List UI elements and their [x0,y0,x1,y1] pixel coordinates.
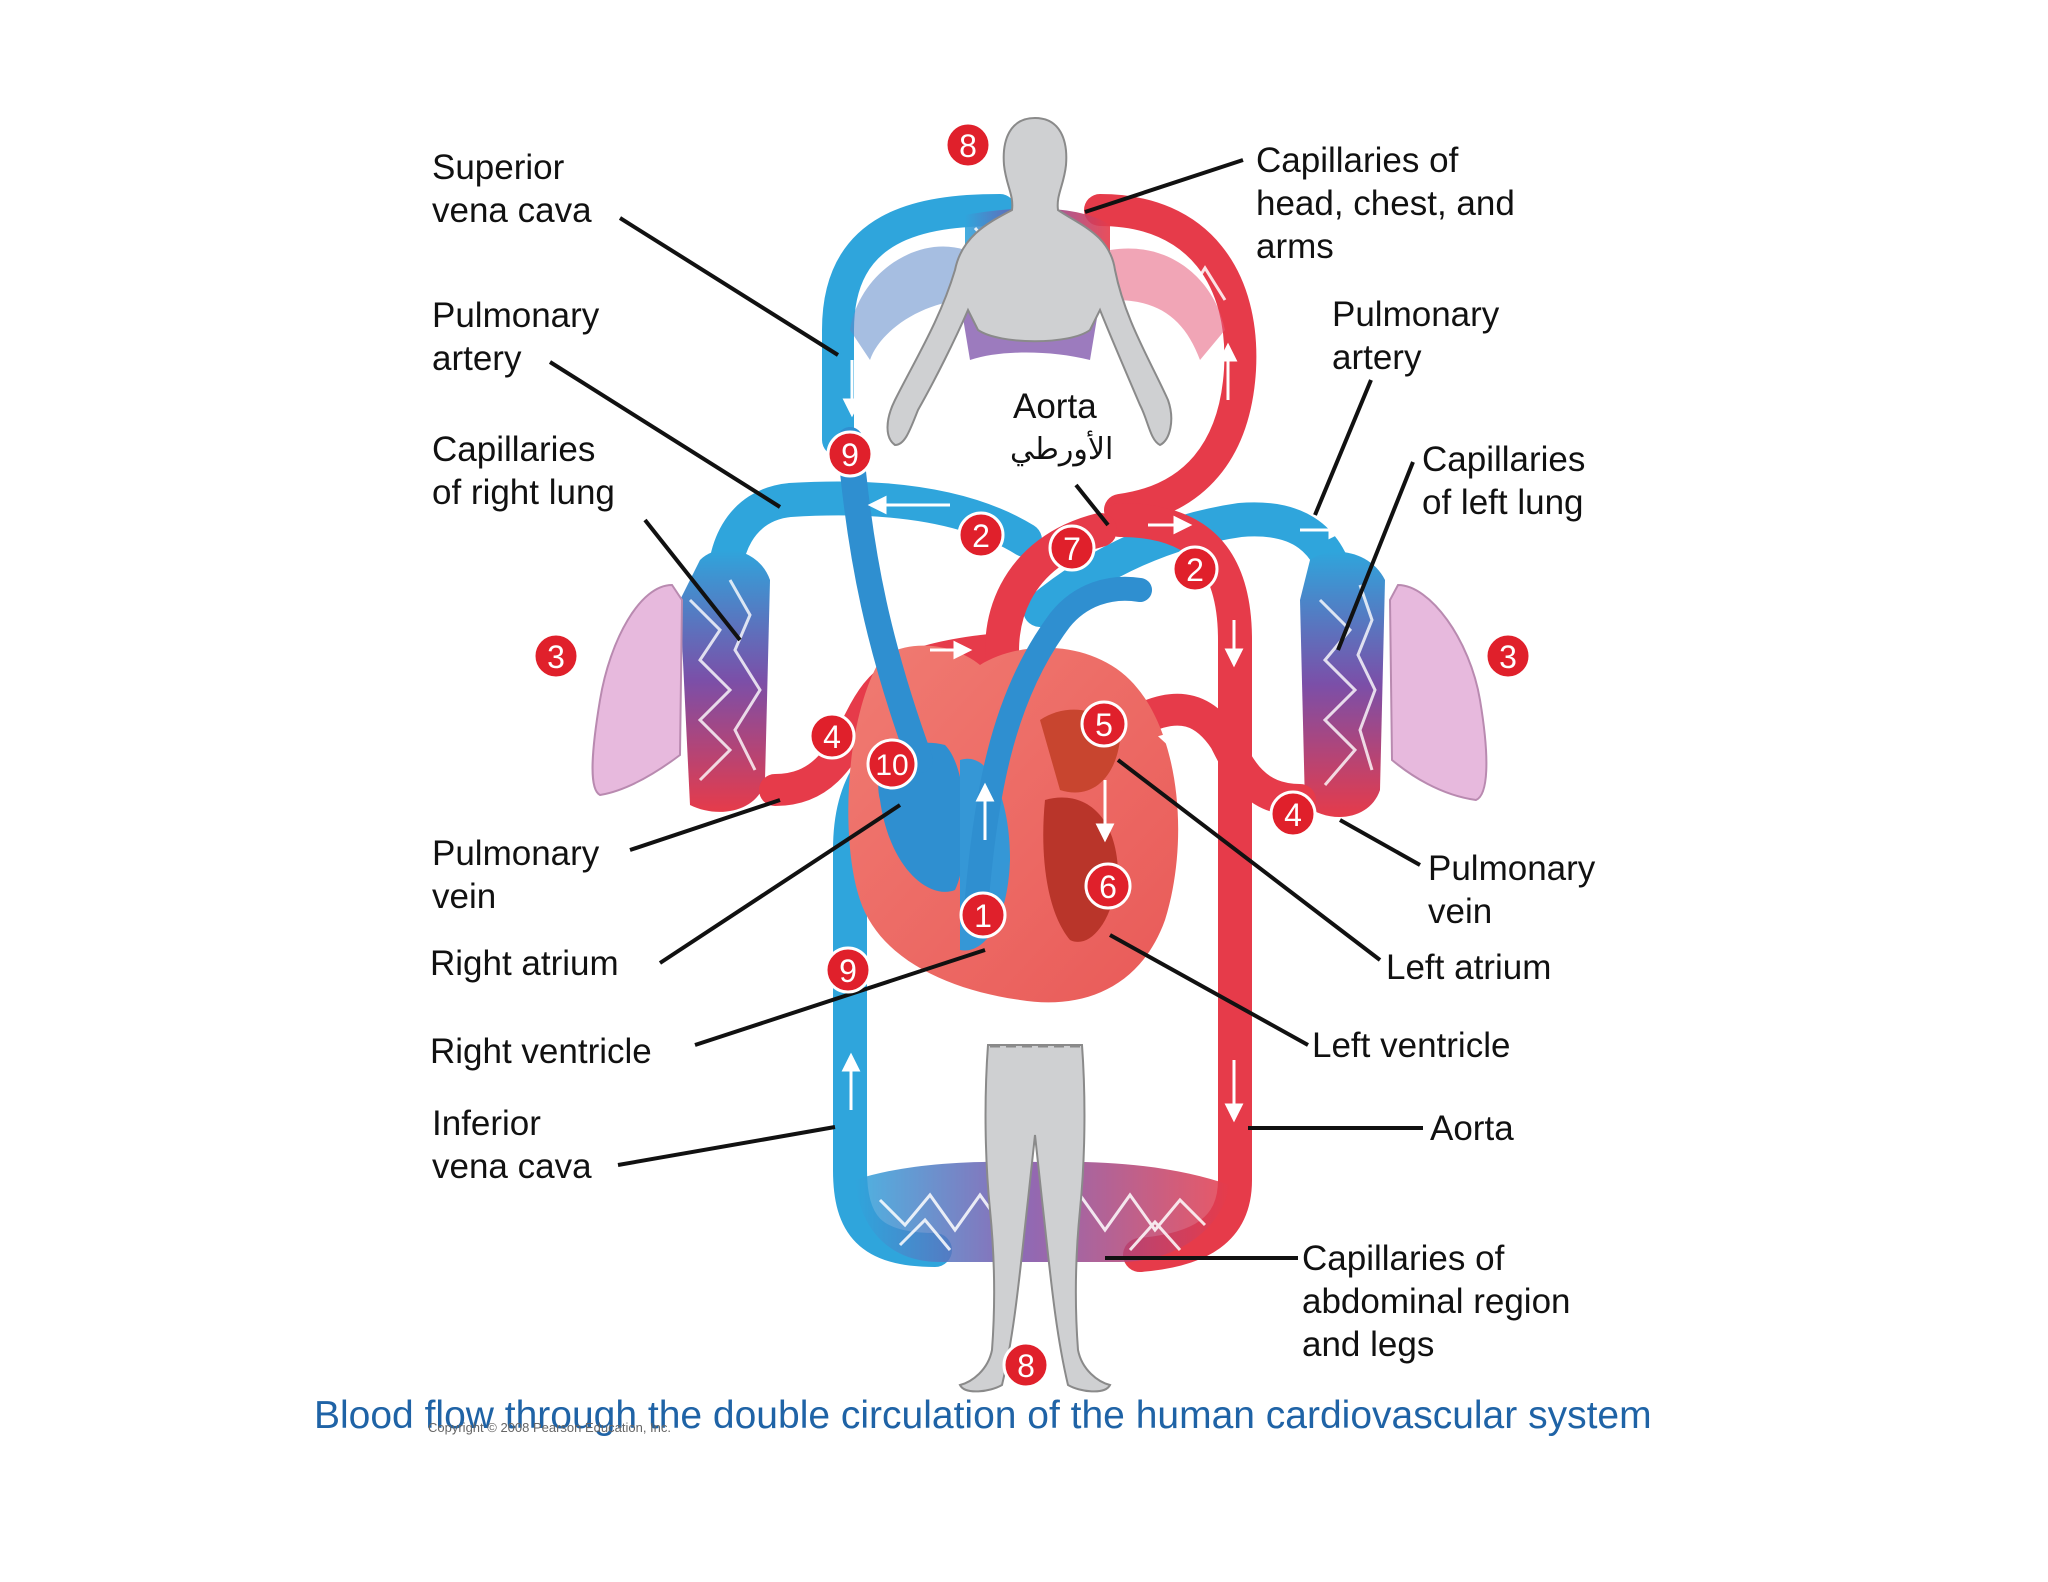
flow-arrow [1173,515,1193,535]
flow-arrows [841,342,1348,1123]
svg-text:6: 6 [1099,869,1117,905]
step-badges: 8 9 2 7 2 3 3 4 [532,121,1532,1389]
right-lung [591,583,684,797]
label-left-ventricle: Left ventricle [1312,1026,1511,1065]
leader-line [1074,483,1110,527]
lower-body-silhouette [958,1044,1112,1393]
step-badge: 3 [1484,632,1532,680]
leader-line [658,803,902,965]
flow-arrow [953,640,973,660]
copyright-notice: Copyright © 2008 Pearson Education, Inc. [428,1420,672,1435]
lung-capillary-mesh [688,579,1377,786]
svg-text:3: 3 [547,639,565,675]
step-badge: 10 [866,738,918,790]
lower-capillary-mesh [878,1192,1207,1251]
flow-arrow [1328,520,1348,540]
step-badge: 8 [944,121,992,169]
leader-line [1339,818,1421,867]
left-lung [1388,583,1488,802]
step-badge: 4 [808,712,856,760]
leader-line [629,798,781,852]
leader-line [643,518,742,642]
step-badge: 4 [1269,790,1317,838]
step-badge: 8 [1002,1341,1050,1389]
flow-arrow [1218,342,1238,362]
svg-text:4: 4 [1284,797,1302,833]
label-aorta-top: Aorta [1013,387,1097,426]
step-badge: 1 [959,891,1007,939]
label-capillaries-abdominal: Capillaries of abdominal region and legs [1302,1239,1571,1364]
label-capillaries-left-lung: Capillaries of left lung [1422,440,1586,522]
step-badge: 6 [1084,862,1132,910]
svg-text:8: 8 [1017,1348,1035,1384]
flow-arrow [975,782,995,802]
label-pulmonary-vein-left: Pulmonary vein [432,834,600,916]
svg-text:8: 8 [959,128,977,164]
svg-text:9: 9 [841,437,859,473]
label-pulmonary-artery-left: Pulmonary artery [432,296,600,378]
upper-body-silhouette [886,116,1173,447]
flow-arrow [1169,738,1206,752]
svg-text:3: 3 [1499,639,1517,675]
label-capillaries-right-lung: Capillaries of right lung [432,430,615,512]
superior-vena-cava-into-heart [837,427,933,773]
label-inferior-vena-cava: Inferior vena cava [432,1104,592,1186]
svg-text:4: 4 [823,719,841,755]
step-badge: 9 [824,946,872,994]
label-pulmonary-vein-right: Pulmonary vein [1428,849,1596,931]
leader-line [1084,158,1244,214]
step-badge: 9 [826,430,874,478]
label-aorta-lower: Aorta [1430,1109,1514,1148]
label-right-atrium: Right atrium [430,944,619,983]
leader-line [694,948,986,1047]
superior-vena-cava-vessel [822,194,1016,456]
upper-aorta-arch-vessel [1084,194,1257,526]
pulmonary-circuit [680,481,1385,817]
label-pulmonary-artery-right: Pulmonary artery [1332,295,1500,377]
arm-capillary-bed-right [1110,248,1225,360]
step-badge: 3 [532,632,580,680]
svg-text:2: 2 [1186,552,1204,588]
flow-arrow [1157,730,1177,750]
label-capillaries-head: Capillaries of head, chest, and arms [1256,141,1515,266]
leader-line [1336,461,1415,651]
svg-text:10: 10 [875,749,908,782]
step-badge: 7 [1048,524,1096,572]
leader-line [1116,758,1382,962]
arm-capillary-bed-left [850,246,970,360]
left-lung-capillary-bed [1300,551,1385,817]
leader-line [1313,379,1373,516]
leader-line [1109,933,1309,1047]
leader-line [548,360,782,509]
label-left-atrium: Left atrium [1386,948,1552,987]
flow-arrow [1095,823,1115,843]
leader-line [617,1125,836,1167]
label-superior-vena-cava: Superior vena cava [432,148,592,230]
leader-line [618,216,840,357]
svg-text:5: 5 [1095,707,1113,743]
step-badge: 2 [957,511,1005,559]
svg-text:7: 7 [1063,531,1081,567]
svg-text:1: 1 [974,898,992,934]
svg-text:9: 9 [839,953,857,989]
flow-arrow [867,495,887,515]
right-lung-capillary-bed [680,549,770,812]
page-title: Blood flow through the double circulatio… [314,1394,1652,1437]
label-right-ventricle: Right ventricle [430,1032,652,1071]
leader-lines [548,158,1423,1260]
label-aorta-top-arabic: الأورطي [1010,432,1114,467]
step-badge: 2 [1171,545,1219,593]
flow-arrow [841,1052,861,1072]
flow-arrow [1224,648,1244,668]
svg-text:2: 2 [972,518,990,554]
flow-arrow [1224,1103,1244,1123]
pulmonary-artery-left-branch [1023,502,1357,627]
step-badge: 5 [1080,700,1128,748]
flow-arrow [842,398,862,418]
